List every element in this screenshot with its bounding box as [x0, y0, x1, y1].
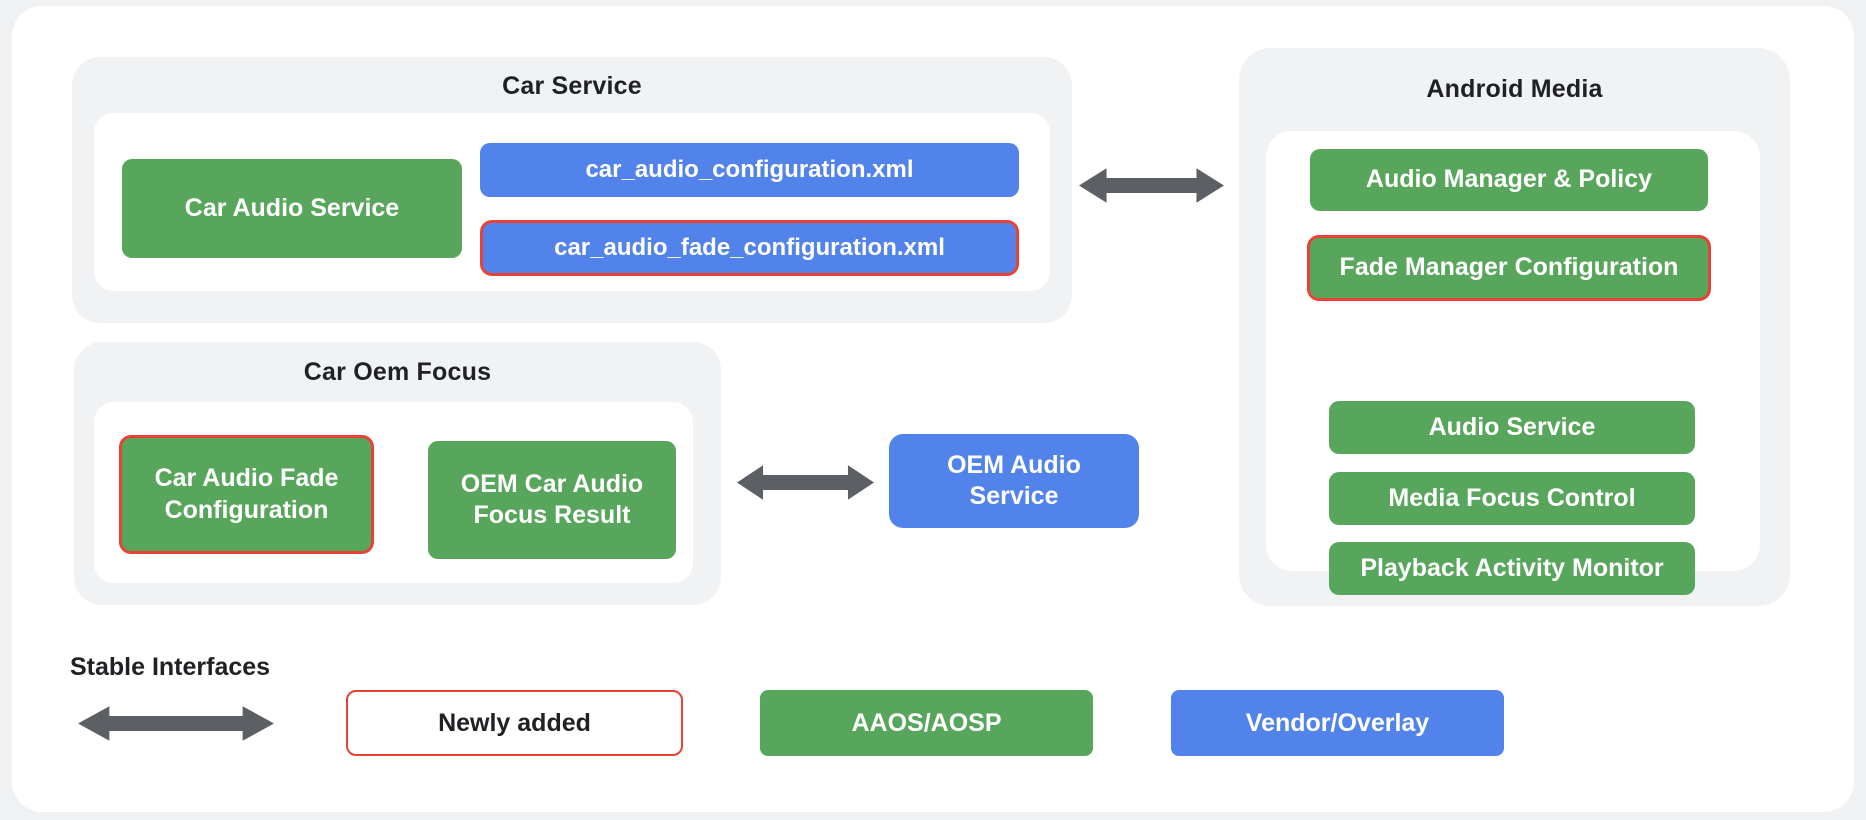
group-title-android-media: Android Media [1426, 75, 1603, 103]
node-car-audio-configuration-xml: car_audio_configuration.xml [480, 143, 1019, 197]
legend-vendor-overlay: Vendor/Overlay [1171, 690, 1504, 756]
node-media-focus-control: Media Focus Control [1329, 472, 1695, 525]
node-car-audio-fade-configuration: Car Audio Fade Configuration [119, 435, 374, 554]
node-car-audio-service: Car Audio Service [122, 159, 462, 258]
group-android-media-inner: Audio Manager & Policy Fade Manager Conf… [1266, 131, 1760, 595]
node-oem-audio-service: OEM Audio Service [889, 434, 1139, 528]
legend-aaos-aosp: AAOS/AOSP [760, 690, 1093, 756]
group-car-oem-focus: Car Oem Focus Car Audio Fade Configurati… [74, 342, 721, 605]
group-car-service: Car Service Car Audio Service car_audio_… [72, 57, 1072, 323]
legend-newly-added: Newly added [346, 690, 683, 756]
group-car-service-inner: Car Audio Service car_audio_configuratio… [94, 113, 1050, 291]
group-android-media: Android Media Audio Manager & Policy Fad… [1239, 48, 1790, 606]
double-arrow-icon [1079, 166, 1224, 205]
node-audio-service: Audio Service [1329, 401, 1695, 454]
node-audio-manager-policy: Audio Manager & Policy [1310, 149, 1708, 211]
double-arrow-icon [737, 463, 874, 502]
node-fade-manager-configuration: Fade Manager Configuration [1307, 235, 1711, 301]
legend-stable-interfaces-label: Stable Interfaces [70, 653, 271, 681]
double-arrow-icon [78, 704, 274, 743]
node-car-audio-fade-configuration-xml: car_audio_fade_configuration.xml [480, 220, 1019, 276]
node-playback-activity-monitor: Playback Activity Monitor [1329, 542, 1695, 595]
group-title-car-service: Car Service [502, 72, 642, 100]
group-car-oem-focus-inner: Car Audio Fade Configuration OEM Car Aud… [94, 402, 693, 583]
group-title-car-oem-focus: Car Oem Focus [303, 358, 492, 386]
node-oem-car-audio-focus-result: OEM Car Audio Focus Result [428, 441, 676, 559]
